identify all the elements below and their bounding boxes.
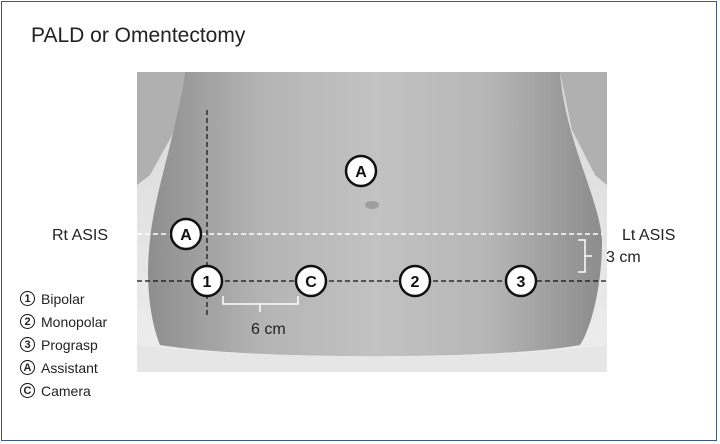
port-assistant-asis-label: A: [180, 227, 192, 244]
legend-marker: 1: [20, 291, 35, 306]
port-camera: C: [296, 266, 326, 296]
legend-item-bipolar: 1 Bipolar: [20, 287, 107, 310]
legend-item-prograsp: 3 Prograsp: [20, 333, 107, 356]
port-assistant-asis: A: [171, 219, 201, 249]
port-prograsp-label: 3: [517, 274, 526, 291]
vertical-gap-label: 3 cm: [606, 249, 641, 266]
legend-label: Monopolar: [41, 314, 107, 330]
legend-marker: 3: [20, 337, 35, 352]
port-camera-label: C: [305, 274, 317, 291]
port-assistant-upper: A: [346, 156, 376, 186]
legend-marker: 2: [20, 314, 35, 329]
lt-asis-label: Lt ASIS: [622, 227, 675, 244]
port-bipolar: 1: [192, 266, 222, 296]
legend-item-camera: C Camera: [20, 379, 107, 402]
rt-asis-label: Rt ASIS: [52, 227, 108, 244]
legend-item-monopolar: 2 Monopolar: [20, 310, 107, 333]
horizontal-gap-label: 6 cm: [251, 321, 286, 338]
port-assistant-upper-label: A: [355, 164, 367, 181]
port-prograsp: 3: [506, 266, 536, 296]
legend-label: Assistant: [41, 360, 98, 376]
legend-label: Prograsp: [41, 337, 98, 353]
port-legend: 1 Bipolar 2 Monopolar 3 Prograsp A Assis…: [20, 287, 107, 402]
legend-label: Bipolar: [41, 291, 85, 307]
port-bipolar-label: 1: [203, 274, 212, 291]
legend-item-assistant: A Assistant: [20, 356, 107, 379]
legend-label: Camera: [41, 383, 91, 399]
legend-marker: C: [20, 383, 35, 398]
legend-marker: A: [20, 360, 35, 375]
port-monopolar-label: 2: [411, 274, 420, 291]
port-monopolar: 2: [400, 266, 430, 296]
